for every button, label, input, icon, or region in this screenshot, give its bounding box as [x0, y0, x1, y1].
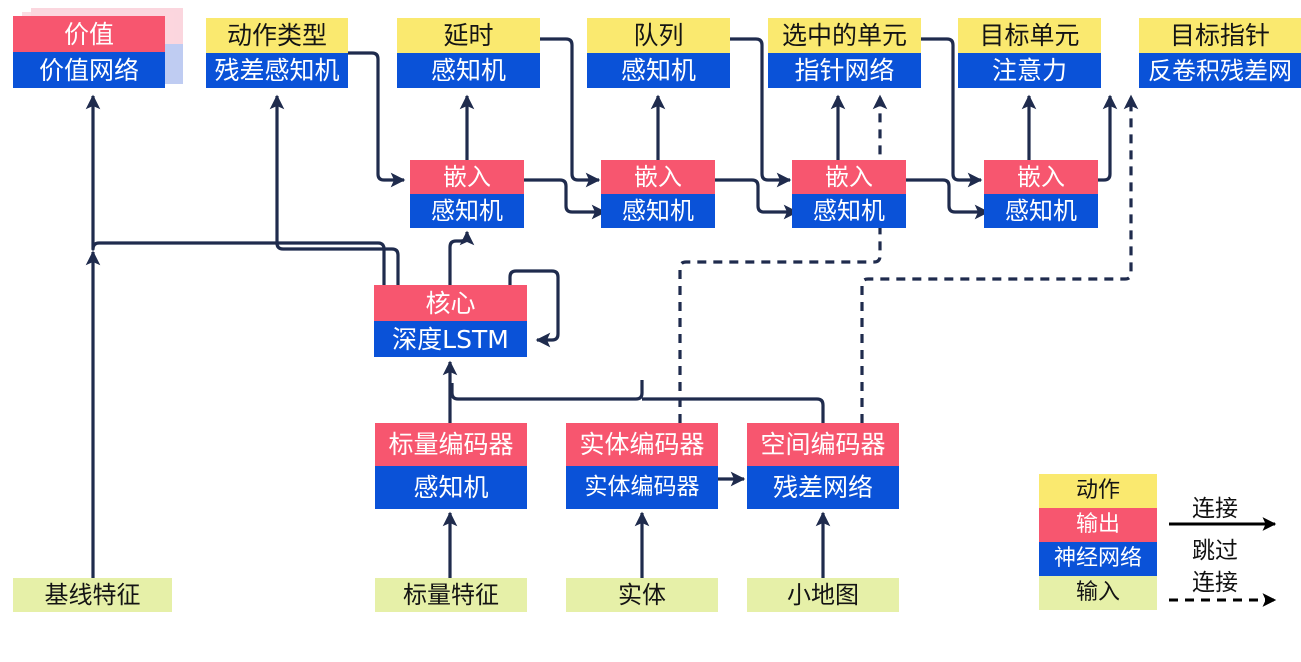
node-entities[interactable]: 实体 [566, 578, 718, 612]
node-embed-queue-output: 嵌入 [601, 160, 715, 194]
legend-skip-label-line1: 跳过 [1192, 538, 1238, 564]
node-delay-action: 延时 [397, 18, 540, 53]
node-spatial-encoder[interactable]: 空间编码器 残差网络 [747, 423, 899, 509]
node-target-unit[interactable]: 目标单元 注意力 [958, 18, 1101, 88]
node-embed-unit-net: 感知机 [792, 194, 906, 228]
node-selected-unit-net: 指针网络 [768, 53, 921, 88]
node-value-action: 价值 [13, 16, 165, 52]
node-baseline-features[interactable]: 基线特征 [13, 578, 172, 612]
legend-band-output: 输出 [1039, 508, 1157, 542]
node-scalar-encoder[interactable]: 标量编码器 感知机 [375, 423, 527, 509]
node-core-net: 深度LSTM [374, 321, 527, 357]
node-delay-net: 感知机 [397, 53, 540, 88]
node-embed-target[interactable]: 嵌入 感知机 [984, 160, 1098, 228]
node-scalar-features[interactable]: 标量特征 [375, 578, 527, 612]
node-scalar-encoder-net: 感知机 [375, 466, 527, 509]
node-target-point-net: 反卷积残差网 [1139, 53, 1301, 88]
node-value[interactable]: 价值 价值网络 [13, 16, 165, 88]
node-action-type[interactable]: 动作类型 残差感知机 [206, 18, 348, 88]
node-queue-action: 队列 [587, 18, 730, 53]
legend-band-action: 动作 [1039, 474, 1157, 508]
legend-connection-label: 连接 [1192, 496, 1238, 522]
node-embed-unit[interactable]: 嵌入 感知机 [792, 160, 906, 228]
node-embed-target-output: 嵌入 [984, 160, 1098, 194]
node-embed-queue[interactable]: 嵌入 感知机 [601, 160, 715, 228]
node-embed-queue-net: 感知机 [601, 194, 715, 228]
node-embed-delay-output: 嵌入 [410, 160, 524, 194]
node-entity-encoder-net: 实体编码器 [566, 466, 718, 509]
node-value-net: 价值网络 [13, 52, 165, 88]
node-embed-unit-output: 嵌入 [792, 160, 906, 194]
node-core[interactable]: 核心 深度LSTM [374, 285, 527, 357]
node-queue[interactable]: 队列 感知机 [587, 18, 730, 88]
node-target-point[interactable]: 目标指针 反卷积残差网 [1139, 18, 1301, 88]
node-selected-unit-action: 选中的单元 [768, 18, 921, 53]
node-spatial-encoder-output: 空间编码器 [747, 423, 899, 466]
node-action-type-action: 动作类型 [206, 18, 348, 53]
node-selected-unit[interactable]: 选中的单元 指针网络 [768, 18, 921, 88]
node-spatial-encoder-net: 残差网络 [747, 466, 899, 509]
node-delay[interactable]: 延时 感知机 [397, 18, 540, 88]
node-embed-delay-net: 感知机 [410, 194, 524, 228]
legend-skip-label-line2: 连接 [1192, 570, 1238, 596]
node-action-type-net: 残差感知机 [206, 53, 348, 88]
node-target-point-action: 目标指针 [1139, 18, 1301, 53]
node-entity-encoder-output: 实体编码器 [566, 423, 718, 466]
node-embed-delay[interactable]: 嵌入 感知机 [410, 160, 524, 228]
legend-band-neural-network: 神经网络 [1039, 542, 1157, 576]
node-target-unit-net: 注意力 [958, 53, 1101, 88]
node-scalar-encoder-output: 标量编码器 [375, 423, 527, 466]
node-target-unit-action: 目标单元 [958, 18, 1101, 53]
node-queue-net: 感知机 [587, 53, 730, 88]
node-entity-encoder[interactable]: 实体编码器 实体编码器 [566, 423, 718, 509]
node-core-output: 核心 [374, 285, 527, 321]
node-embed-target-net: 感知机 [984, 194, 1098, 228]
node-minimap[interactable]: 小地图 [747, 578, 899, 612]
legend-band-input: 输入 [1039, 576, 1157, 610]
legend-swatches: 动作 输出 神经网络 输入 [1039, 474, 1157, 610]
